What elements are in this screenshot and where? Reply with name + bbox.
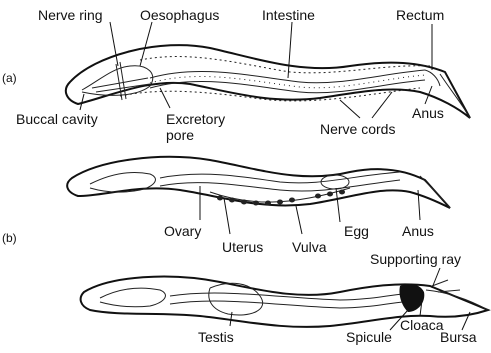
intestine-label: Intestine <box>262 7 315 23</box>
excretory-pore-label-2: pore <box>166 127 194 143</box>
panel-b: (b) Ovary Uterus Vulva Egg Anus <box>2 157 450 255</box>
worm-a-rectum <box>425 70 440 86</box>
nerve-ring-label: Nerve ring <box>38 7 103 23</box>
spicule-label: Spicule <box>346 329 392 345</box>
worm-b-eggs <box>217 190 345 206</box>
ovary-label: Ovary <box>164 223 201 239</box>
anus-a-label: Anus <box>412 105 444 121</box>
panel-b-label: (b) <box>2 231 17 245</box>
nerve-cords-label: Nerve cords <box>320 121 395 137</box>
panel-c: Supporting ray Testis Spicule Cloaca Bur… <box>81 251 488 345</box>
rectum-label: Rectum <box>396 7 444 23</box>
buccal-cavity-label: Buccal cavity <box>16 111 98 127</box>
bursa-label: Bursa <box>440 329 477 345</box>
uterus-label: Uterus <box>222 239 263 255</box>
worm-c-supporting-ray <box>432 280 460 292</box>
worm-b-body <box>67 157 450 208</box>
egg-label: Egg <box>344 223 369 239</box>
cloaca-label: Cloaca <box>400 317 444 333</box>
supporting-ray-label: Supporting ray <box>370 251 461 267</box>
worm-b-egg-cluster <box>321 175 349 189</box>
worm-c-oesophagus <box>100 288 165 307</box>
testis-label: Testis <box>198 329 234 345</box>
panel-a-label: (a) <box>2 71 17 85</box>
worm-c-intestine <box>170 292 420 300</box>
vulva-label: Vulva <box>292 239 327 255</box>
panel-a: (a) Nerve ring Oesophagus Intestine Rect… <box>2 7 470 143</box>
excretory-pore-label-1: Excretory <box>166 111 225 127</box>
oesophagus-label: Oesophagus <box>140 7 219 23</box>
anus-b-label: Anus <box>402 223 434 239</box>
